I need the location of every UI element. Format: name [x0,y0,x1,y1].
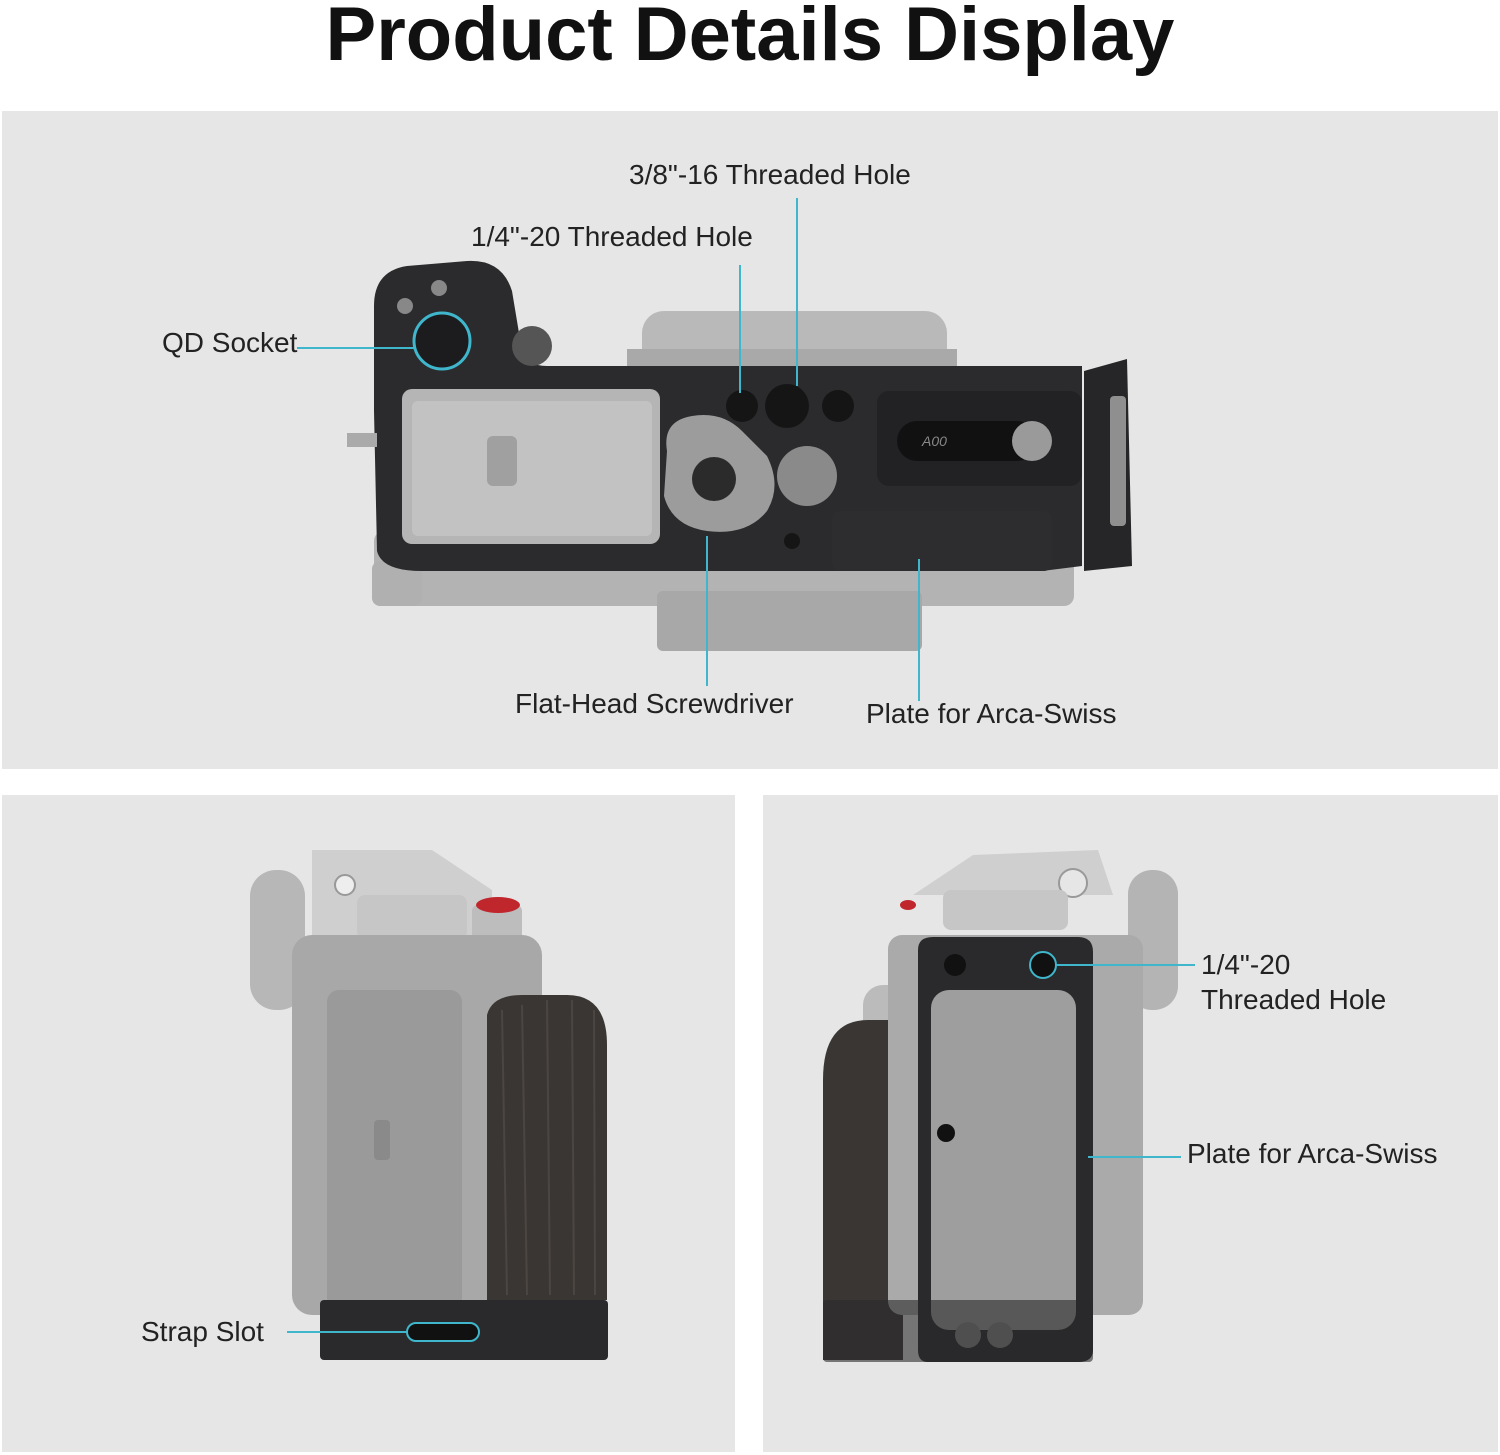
callout-plate-arca-swiss-right: Plate for Arca-Swiss [1187,1138,1438,1169]
callout-strap-slot: Strap Slot [141,1316,264,1347]
camera-grip-side-illustration [250,850,608,1360]
camera-cage-bottom-illustration [347,260,1132,651]
page-title: Product Details Display [325,0,1175,77]
callout-lines [297,198,920,701]
camera-plate-side-illustration [823,850,1195,1362]
callout-3-8-threaded-hole: 3/8"-16 Threaded Hole [629,159,911,190]
callout-1-4-threaded-line2: Threaded Hole [1201,984,1387,1015]
plate-engraving: A00 [922,433,947,449]
callout-flat-head-screwdriver: Flat-Head Screwdriver [515,688,794,719]
plate-side-panel: 1/4"-20 Threaded Hole Plate for Arca-Swi… [763,795,1498,1452]
callout-1-4-threaded-hole: 1/4"-20 Threaded Hole [471,221,753,252]
bottom-view-panel: A00 3/8"-16 Threaded Hole 1/4"-20 Thread… [2,111,1498,769]
callout-plate-arca-swiss: Plate for Arca-Swiss [866,698,1117,729]
callout-1-4-threaded-line1: 1/4"-20 [1201,949,1291,980]
grip-side-panel: Strap Slot [2,795,735,1452]
callout-qd-socket: QD Socket [162,327,298,358]
